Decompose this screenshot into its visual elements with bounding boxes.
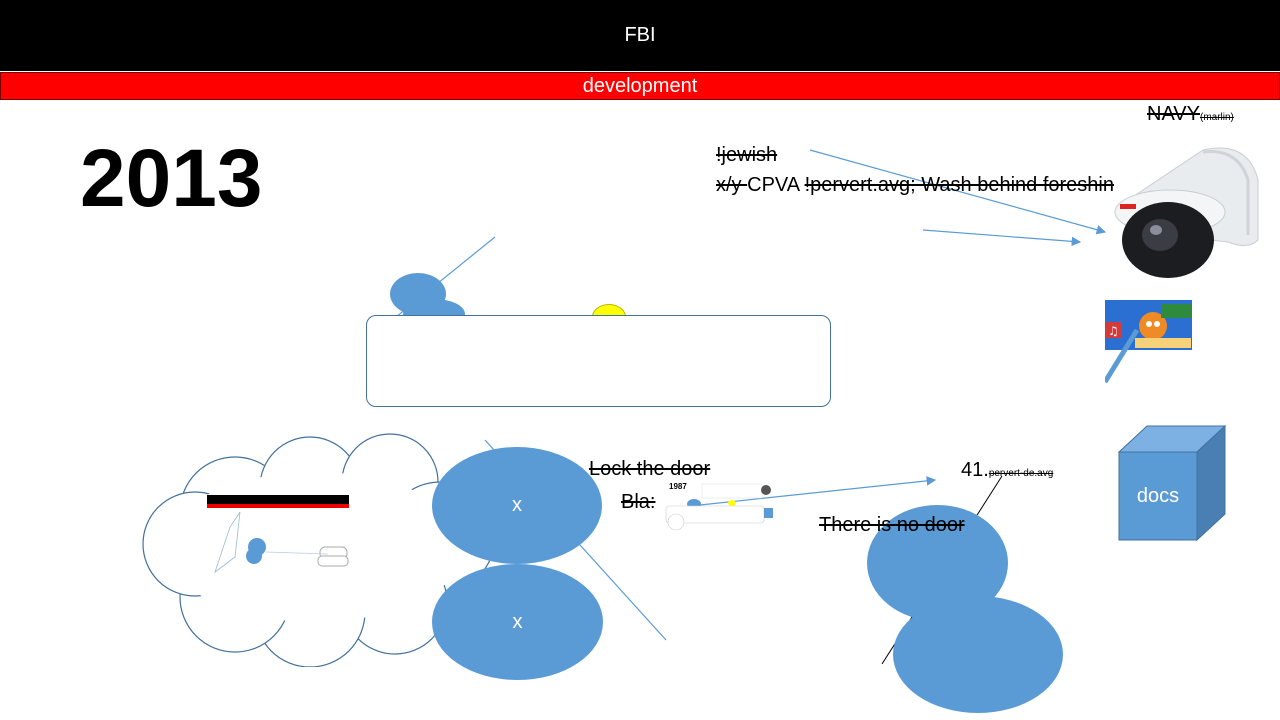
thumb-year: 1987 — [669, 482, 687, 491]
docs-label-box: docs — [1119, 452, 1197, 540]
banner-title: FBI — [624, 24, 656, 46]
number-sub: pervert-de.avg — [988, 468, 1054, 479]
ellipse-bottom-label: x — [512, 610, 523, 633]
navy-main: NAVY — [1147, 103, 1200, 125]
note-line-2: x/y CPVA !pervert.avg; Wash behind fores… — [716, 174, 1114, 197]
arrow-to-number — [699, 476, 937, 506]
arrow-to-camera-2 — [922, 229, 1082, 247]
camera-icon — [1114, 147, 1259, 278]
svg-text:♫: ♫ — [1108, 324, 1119, 338]
note-strike-a: x/y — [716, 174, 748, 196]
title-banner: FBI — [0, 0, 1280, 71]
sesame-street-thumbnail: ♫ — [1105, 300, 1192, 384]
cloud-shape — [142, 433, 496, 667]
navy-sub: (marlin) — [1199, 112, 1234, 123]
docs-cube — [1117, 424, 1227, 542]
ellipse-top: x — [432, 447, 602, 564]
ellipse-right-bottom — [893, 596, 1063, 713]
number-main: 41. — [961, 459, 989, 481]
ellipse-bottom: x — [432, 564, 603, 680]
note-line-1: !jewish — [716, 144, 778, 166]
banner-subtitle: development — [582, 74, 698, 97]
year-heading: 2013 — [80, 133, 263, 224]
ellipse-top-label: x — [512, 494, 522, 516]
note-plain: CPVA — [747, 174, 805, 196]
rounded-rectangle — [366, 315, 831, 407]
bla-text: Bla: — [621, 491, 656, 513]
note-strike-b: !pervert.avg; Wash behind foreshin — [804, 174, 1114, 196]
subtitle-banner: development — [0, 72, 1280, 100]
navy-label: NAVY(marlin) — [1147, 103, 1234, 126]
number-label: 41.pervert-de.avg — [961, 459, 1053, 482]
docs-label: docs — [1136, 484, 1180, 507]
slide-thumbnail: 1987 — [665, 482, 773, 531]
lock-the-door-text: Lock the door — [589, 458, 711, 480]
arrow-to-camera-1 — [809, 149, 1107, 235]
no-door-text: There is no door — [819, 514, 965, 536]
